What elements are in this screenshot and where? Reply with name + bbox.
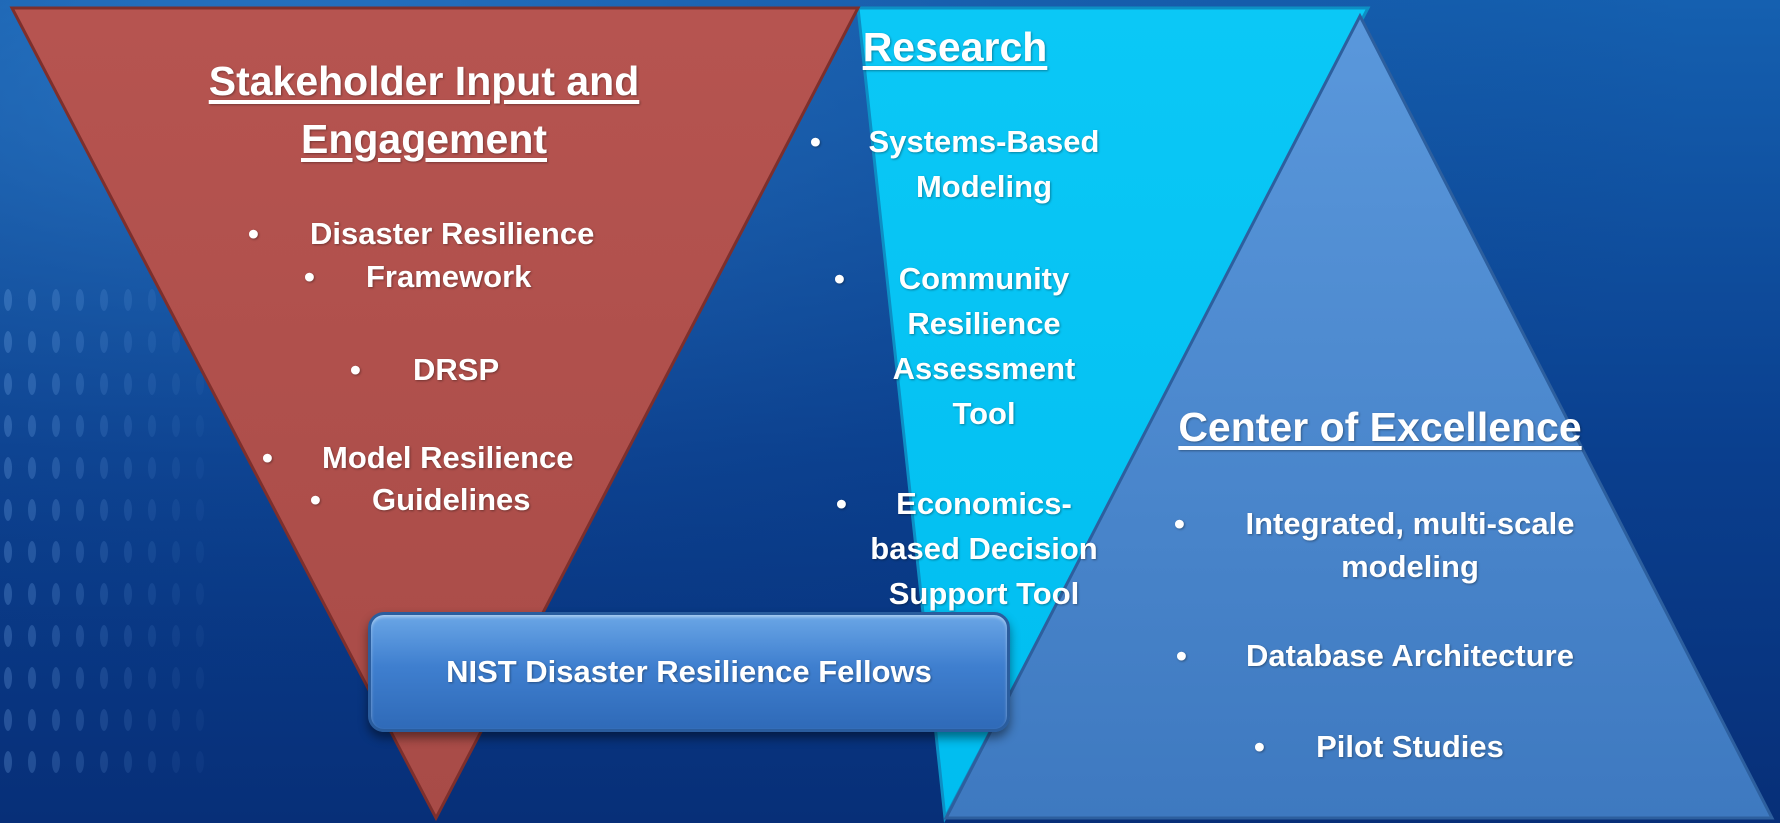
stakeholder-item: Guidelines xyxy=(372,482,531,517)
bullet: • xyxy=(1254,729,1265,764)
center-item-line: Pilot Studies xyxy=(1316,729,1504,764)
research-heading: Research xyxy=(862,24,1048,70)
research-item-line: Resilience xyxy=(907,306,1061,341)
bullet: • xyxy=(304,259,315,294)
center-of-excellence-triangle xyxy=(943,12,1775,820)
stakeholder-triangle xyxy=(9,6,861,822)
bullet: • xyxy=(350,352,361,387)
stakeholder-item: Model Resilience xyxy=(322,440,574,475)
research-item-line: Economics- xyxy=(896,486,1072,521)
center-item-line: Database Architecture xyxy=(1246,638,1574,673)
bullet: • xyxy=(810,124,821,159)
center-item-line: modeling xyxy=(1341,549,1479,584)
research-item-line: Modeling xyxy=(915,169,1053,204)
stakeholder-item: Framework xyxy=(366,259,532,294)
stakeholder-heading-line2: Engagement xyxy=(300,116,548,162)
research-item-line: Support Tool xyxy=(888,576,1080,611)
fellows-label: NIST Disaster Resilience Fellows xyxy=(446,654,932,689)
bullet: • xyxy=(248,216,259,251)
center-of-excellence-heading: Center of Excellence xyxy=(1178,404,1582,450)
research-item-line: Tool xyxy=(952,396,1016,431)
research-item-line: Community xyxy=(898,261,1070,296)
bullet: • xyxy=(310,482,321,517)
bullet: • xyxy=(1174,506,1185,541)
bullet: • xyxy=(262,440,273,475)
stakeholder-item: Disaster Resilience xyxy=(310,216,595,251)
fellows-box: NIST Disaster Resilience Fellows xyxy=(368,612,1010,732)
bullet: • xyxy=(834,261,845,296)
stakeholder-heading-line1: Stakeholder Input and xyxy=(208,58,640,104)
stakeholder-item: DRSP xyxy=(413,352,500,387)
bullet: • xyxy=(836,486,847,521)
center-item-line: Integrated, multi-scale xyxy=(1245,506,1575,541)
bullet: • xyxy=(1176,638,1187,673)
research-item-line: based Decision xyxy=(870,531,1098,566)
research-item-line: Systems-Based xyxy=(868,124,1100,159)
research-item-line: Assessment xyxy=(892,351,1076,386)
